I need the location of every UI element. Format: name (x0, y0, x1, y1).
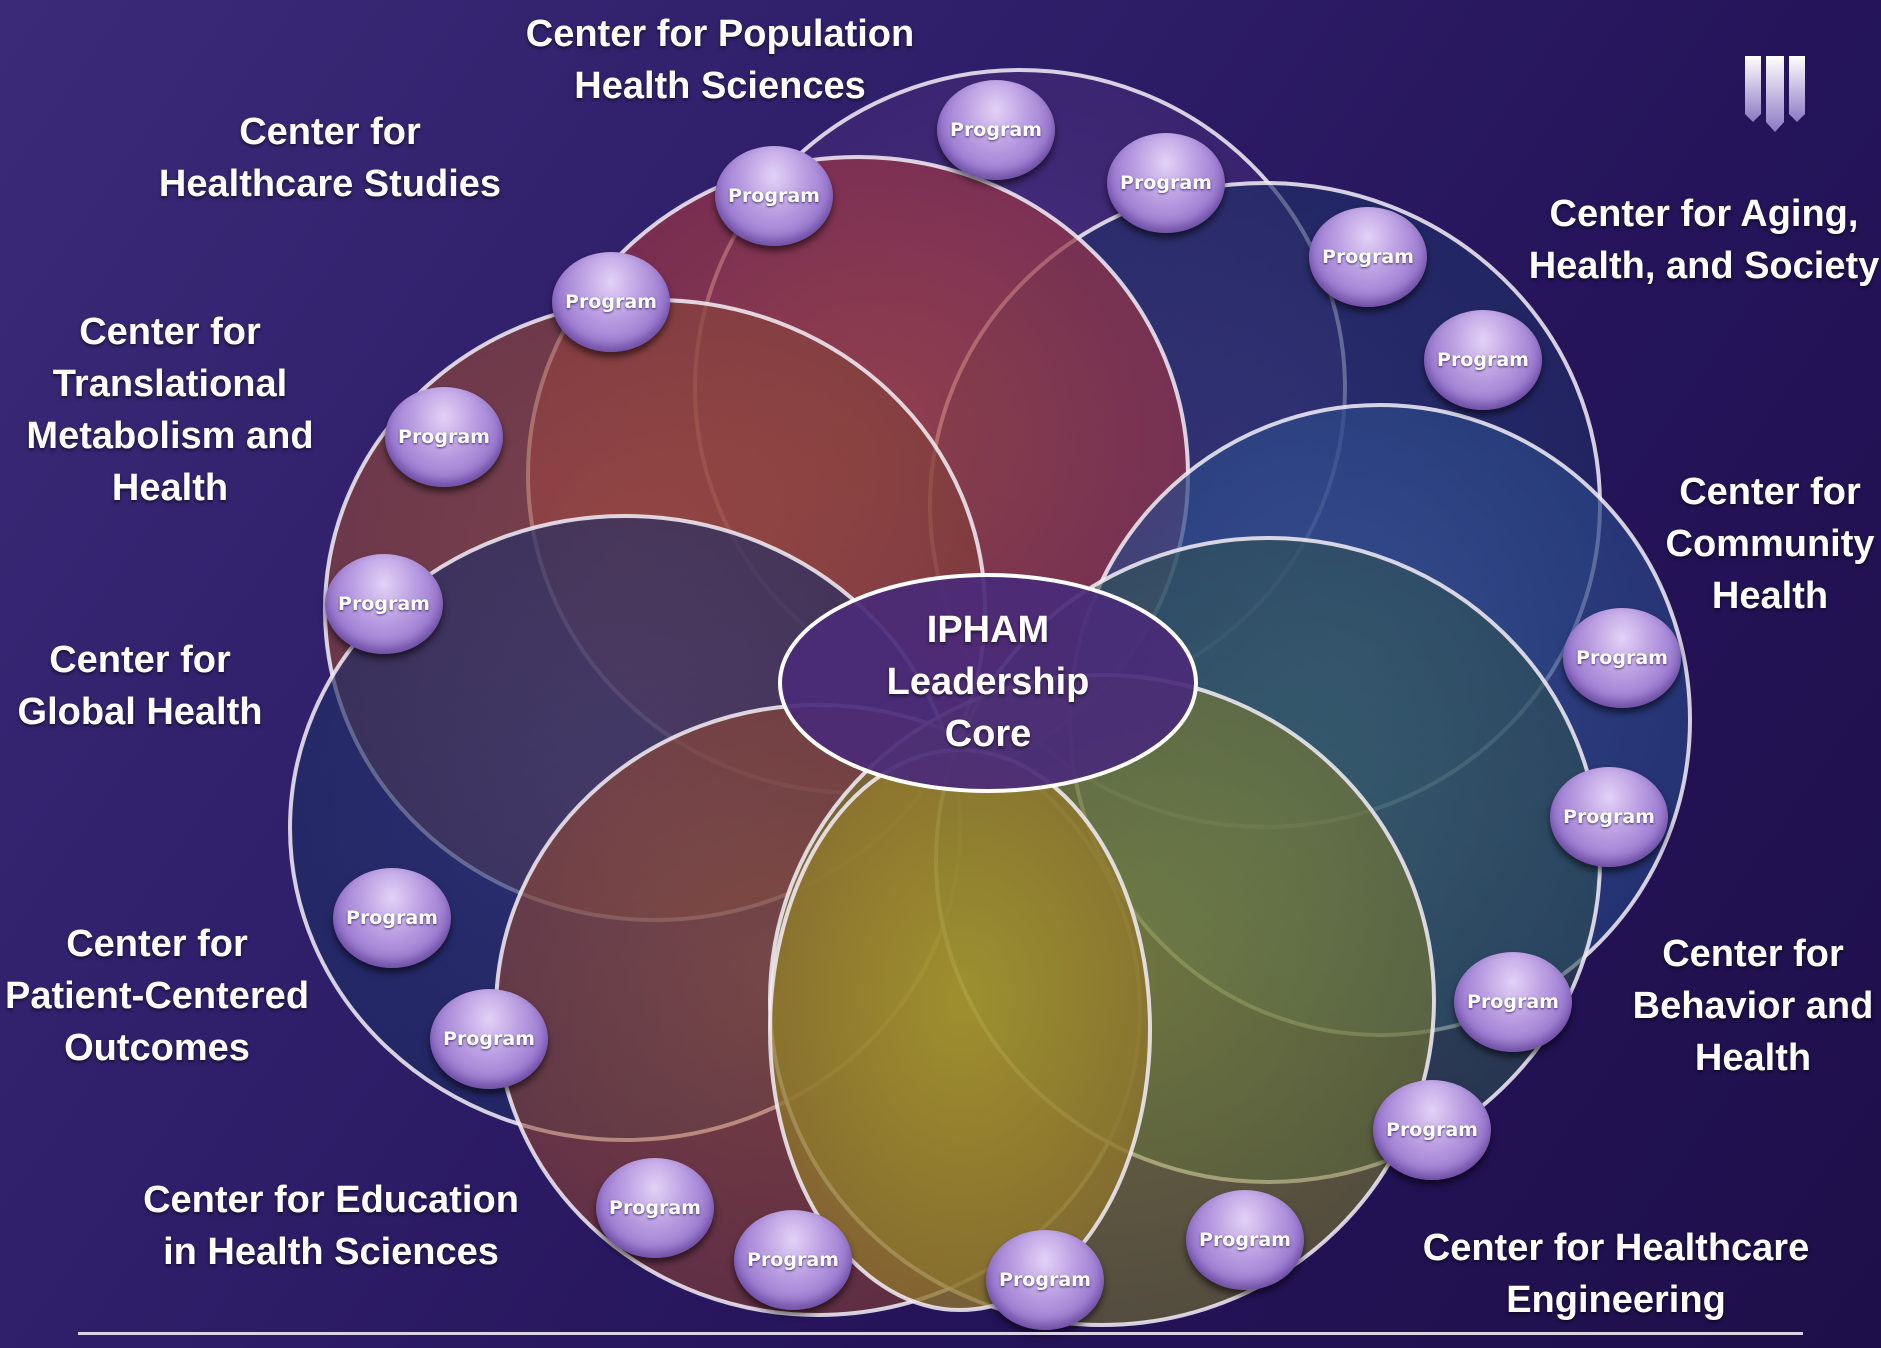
center-label-line: Health (111, 467, 229, 509)
center-label-line: Engineering (1506, 1279, 1726, 1321)
program-bubble: Program (986, 1230, 1104, 1330)
center-label-line: Patient-Centered (4, 975, 310, 1017)
center-label-aging: Center for Aging, Health, and Society (1528, 188, 1880, 292)
center-label-global: Center for Global Health (10, 634, 270, 738)
program-bubble: Program (1424, 310, 1542, 410)
center-label-line: Center for (1679, 471, 1861, 513)
center-label-line: Healthcare Studies (158, 163, 502, 205)
center-label-line: Center for (49, 639, 231, 681)
center-label-behavior: Center for Behavior and Health (1630, 928, 1876, 1084)
center-label-line: Behavior and (1632, 985, 1874, 1027)
program-bubble: Program (552, 252, 670, 352)
program-bubble: Program (325, 554, 443, 654)
program-bubble: Program (1454, 952, 1572, 1052)
university-shield-logo-icon (1743, 52, 1807, 141)
center-label-line: Metabolism and (26, 415, 314, 457)
center-label-line: Center for (66, 923, 248, 965)
program-bubble: Program (1107, 133, 1225, 233)
core-line-3: Core (944, 713, 1032, 755)
program-bubble: Program (734, 1210, 852, 1310)
center-label-line: Center for Education (143, 1179, 519, 1221)
core-ellipse (778, 573, 1198, 793)
program-bubble: Program (1309, 207, 1427, 307)
center-label-line: Outcomes (64, 1027, 250, 1069)
program-bubble: Program (596, 1158, 714, 1258)
program-bubble: Program (1550, 767, 1668, 867)
core-line-1: IPHAM (926, 609, 1050, 651)
center-label-line: Community (1665, 523, 1875, 565)
center-label-translational: Center for Translational Metabolism and … (20, 306, 320, 514)
center-label-line: Global Health (17, 691, 263, 733)
center-label-line: in Health Sciences (163, 1231, 499, 1273)
center-label-engineering: Center for Healthcare Engineering (1400, 1222, 1832, 1326)
center-label-population: Center for Population Health Sciences (510, 8, 930, 112)
center-label-healthcare-studies: Center for Healthcare Studies (150, 106, 510, 210)
center-label-line: Health (1711, 575, 1829, 617)
center-label-line: Translational (52, 363, 288, 405)
center-label-line: Health Sciences (574, 65, 866, 107)
center-label-line: Health, and Society (1528, 245, 1880, 287)
program-bubble: Program (333, 868, 451, 968)
program-bubble: Program (385, 387, 503, 487)
center-label-line: Center for (1662, 933, 1844, 975)
program-bubble: Program (937, 80, 1055, 180)
program-bubble: Program (430, 989, 548, 1089)
core-line-2: Leadership (886, 661, 1090, 703)
bottom-divider (78, 1332, 1803, 1335)
center-label-line: Center for (239, 111, 421, 153)
center-label-line: Center for Aging, (1549, 193, 1859, 235)
core-label: IPHAM Leadership Core (878, 604, 1098, 760)
center-label-line: Health (1694, 1037, 1812, 1079)
center-label-patient: Center for Patient-Centered Outcomes (4, 918, 310, 1074)
center-label-line: Center for Healthcare (1422, 1227, 1810, 1269)
center-label-line: Center for (79, 311, 261, 353)
program-bubble: Program (715, 146, 833, 246)
program-bubble: Program (1186, 1190, 1304, 1290)
program-bubble: Program (1563, 608, 1681, 708)
center-label-education: Center for Education in Health Sciences (126, 1174, 536, 1278)
program-bubble: Program (1373, 1080, 1491, 1180)
center-label-line: Center for Population (525, 13, 915, 55)
center-label-community: Center for Community Health (1660, 466, 1880, 622)
